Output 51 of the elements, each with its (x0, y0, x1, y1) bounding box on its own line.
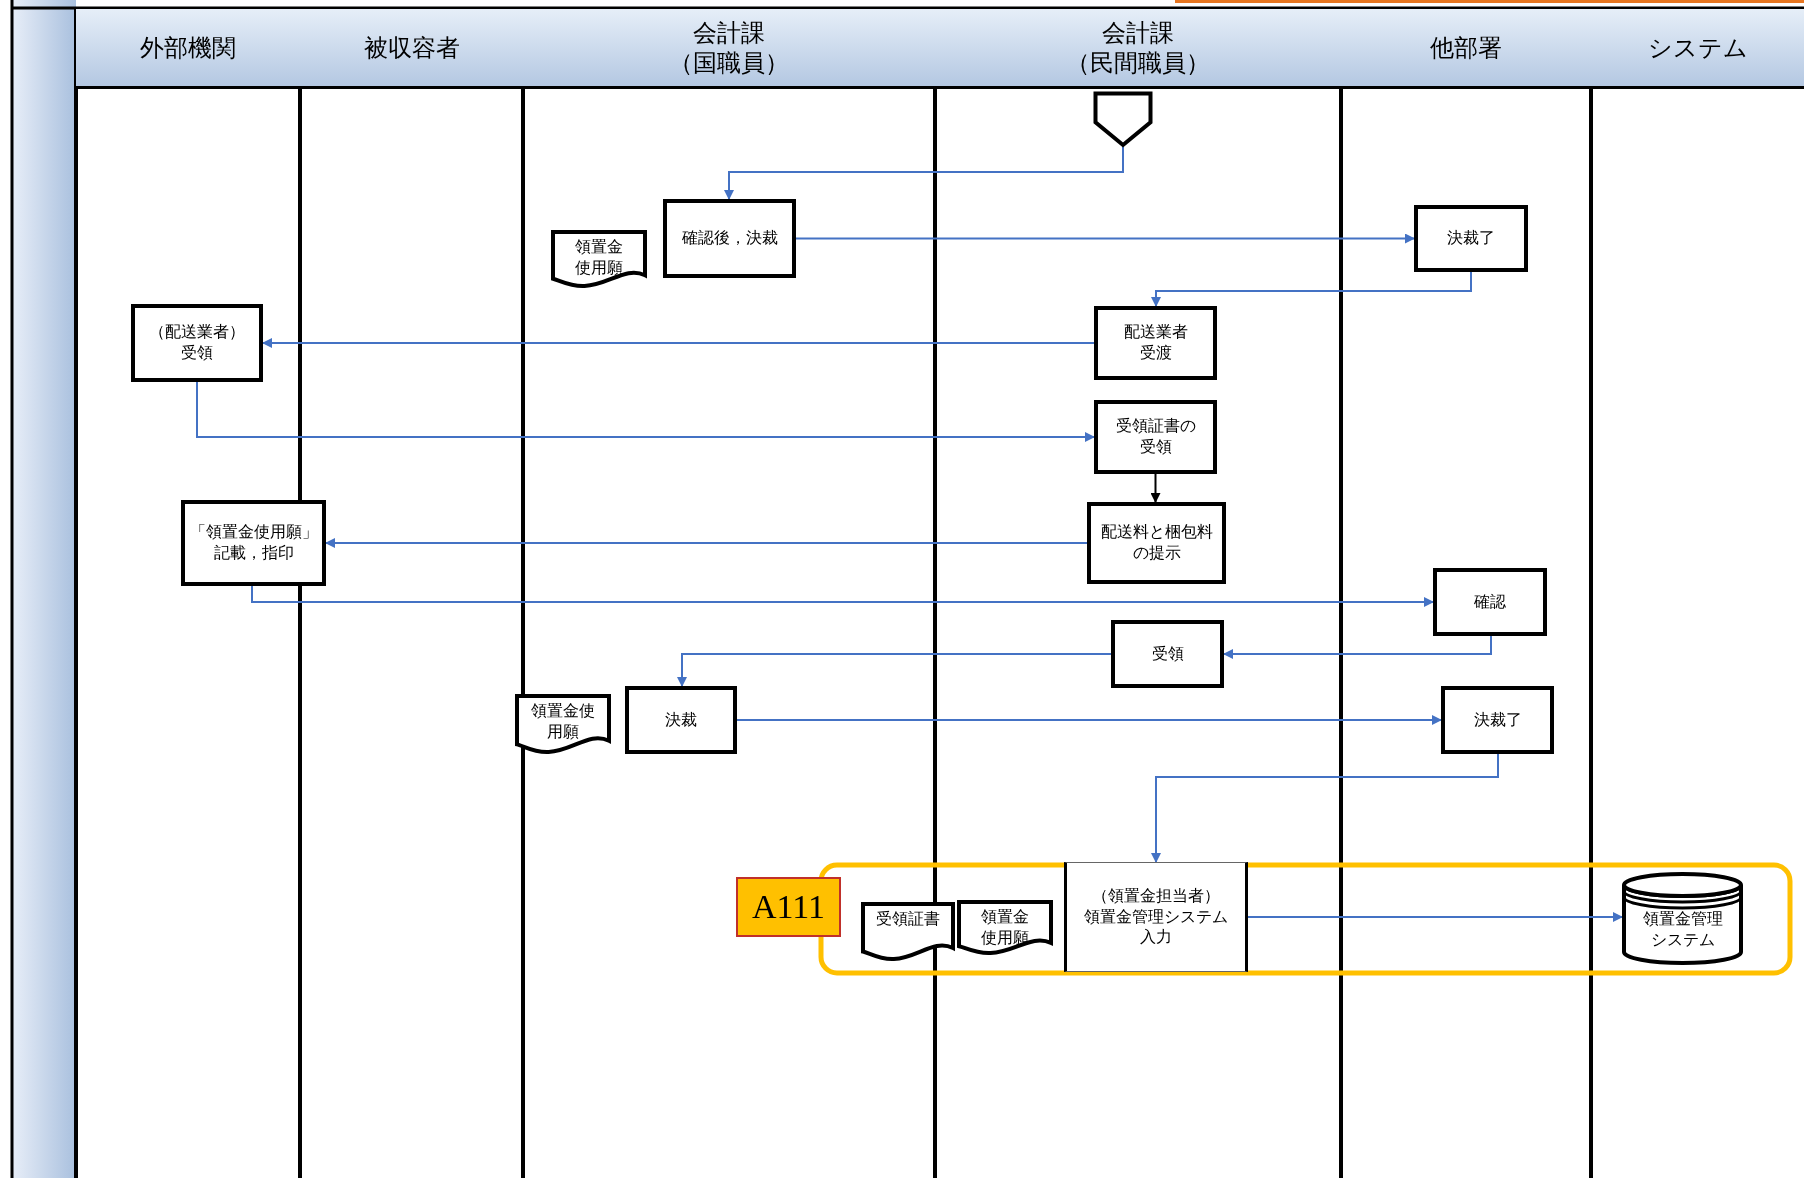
arrow (1151, 271, 1472, 307)
step-text: 領置金使用願 (575, 237, 623, 279)
step-text: 受領証書の受領 (1115, 416, 1196, 458)
lane-title: 被収容者 (363, 32, 460, 63)
process-box (131, 304, 263, 382)
process-box (1094, 306, 1217, 380)
lane-title: 外部機関 (140, 32, 236, 63)
step-text: 「領置金使用願」記載，指印 (189, 522, 318, 564)
step-text: 配送業者受渡 (1123, 322, 1188, 364)
step-text: 受領 (1151, 643, 1184, 665)
step-text: （配送業者）受領 (149, 322, 245, 364)
lane-title: 会計課（国職員） (669, 17, 789, 78)
lane-title: 他部署 (1430, 32, 1502, 63)
step-tag (736, 877, 841, 937)
arrow (196, 381, 1095, 442)
process-box (1441, 686, 1554, 754)
process-box (625, 686, 737, 754)
step-text: 決裁 (665, 709, 697, 731)
lane-header (76, 9, 300, 89)
step-text: 確認後，決裁 (681, 228, 778, 249)
arrow (736, 715, 1442, 725)
step-text: 決裁了 (1473, 709, 1522, 731)
arrow (1223, 635, 1492, 659)
process-box (1064, 862, 1248, 972)
lane-header (1591, 9, 1804, 89)
arrow (262, 338, 1095, 348)
process-box (181, 500, 326, 586)
process-box (1094, 400, 1217, 474)
lane-title: システム (1647, 32, 1748, 63)
step-text: （領置金担当者）領置金管理システム入力 (1084, 885, 1228, 949)
lane-title: 会計課（民間職員） (1066, 17, 1210, 78)
arrow (1151, 753, 1499, 863)
step-text: 領置金使用願 (531, 701, 595, 743)
arrow (251, 585, 1434, 607)
arrow (1247, 912, 1623, 922)
arrow (724, 146, 1124, 200)
process-box (663, 199, 796, 278)
arrow (325, 538, 1088, 548)
process-box (1414, 205, 1528, 272)
step-code: A111 (752, 886, 825, 927)
arrow (795, 233, 1415, 244)
process-box (1433, 568, 1547, 636)
step-text: 確認 (1474, 591, 1506, 613)
process-box (1087, 502, 1226, 584)
step-text: 領置金管理システム (1642, 908, 1723, 951)
step-text: 決裁了 (1447, 228, 1495, 249)
arrow (677, 653, 1112, 687)
step-text: 受領証書 (876, 909, 940, 930)
step-text: 配送料と梱包料の提示 (1100, 522, 1213, 564)
arrow (1150, 473, 1161, 503)
process-box (1111, 620, 1224, 688)
